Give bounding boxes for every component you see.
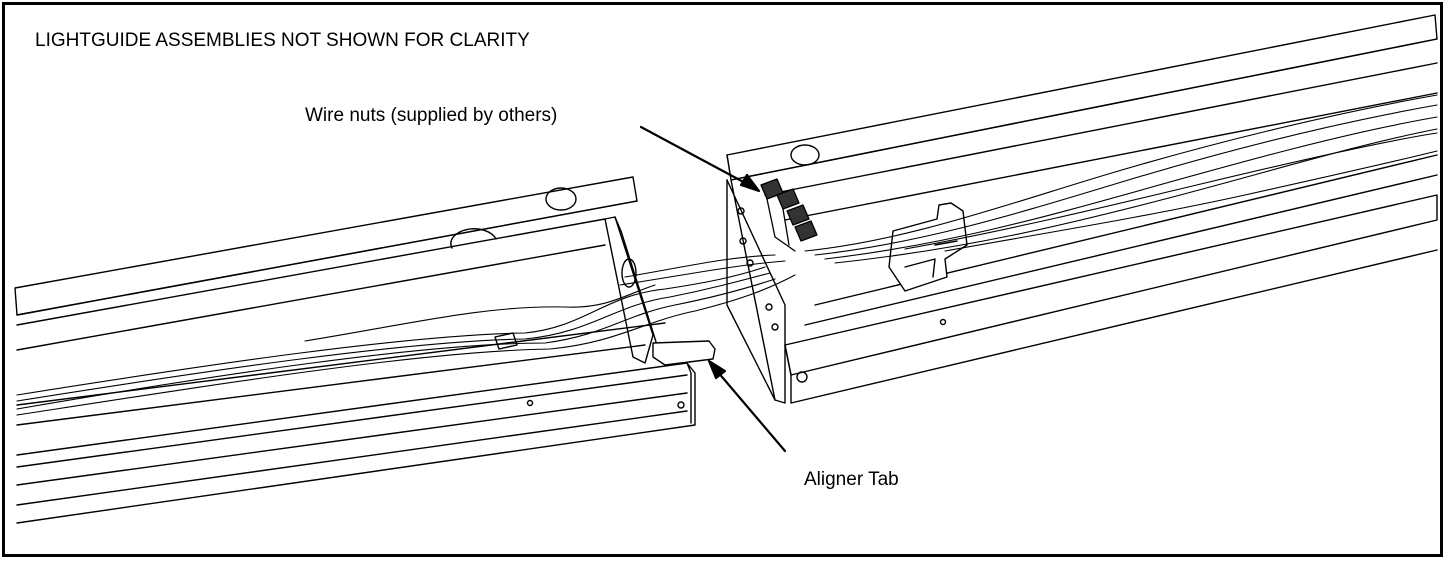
arrowhead-icon xyxy=(739,173,761,193)
left-housing xyxy=(14,176,716,524)
wire-nuts-callout: Wire nuts (supplied by others) xyxy=(305,105,558,126)
wire-bundle xyxy=(16,94,1438,416)
arrowhead-icon xyxy=(707,359,727,380)
drawing-note: LIGHTGUIDE ASSEMBLIES NOT SHOWN FOR CLAR… xyxy=(35,30,530,51)
knockout-hole xyxy=(790,144,820,166)
driver-bracket xyxy=(888,202,968,292)
wire-nuts xyxy=(760,178,818,252)
endplate-hole xyxy=(621,258,637,288)
leader-aligner-tab xyxy=(707,359,787,453)
wire-clip xyxy=(494,332,518,350)
leader-wire-nuts xyxy=(639,125,761,193)
aligner-tab-callout: Aligner Tab xyxy=(804,469,899,490)
knockout-hole xyxy=(545,187,577,211)
fixture-assembly-drawing xyxy=(14,14,1438,524)
aligner-tab xyxy=(652,340,716,366)
right-housing xyxy=(726,14,1438,404)
